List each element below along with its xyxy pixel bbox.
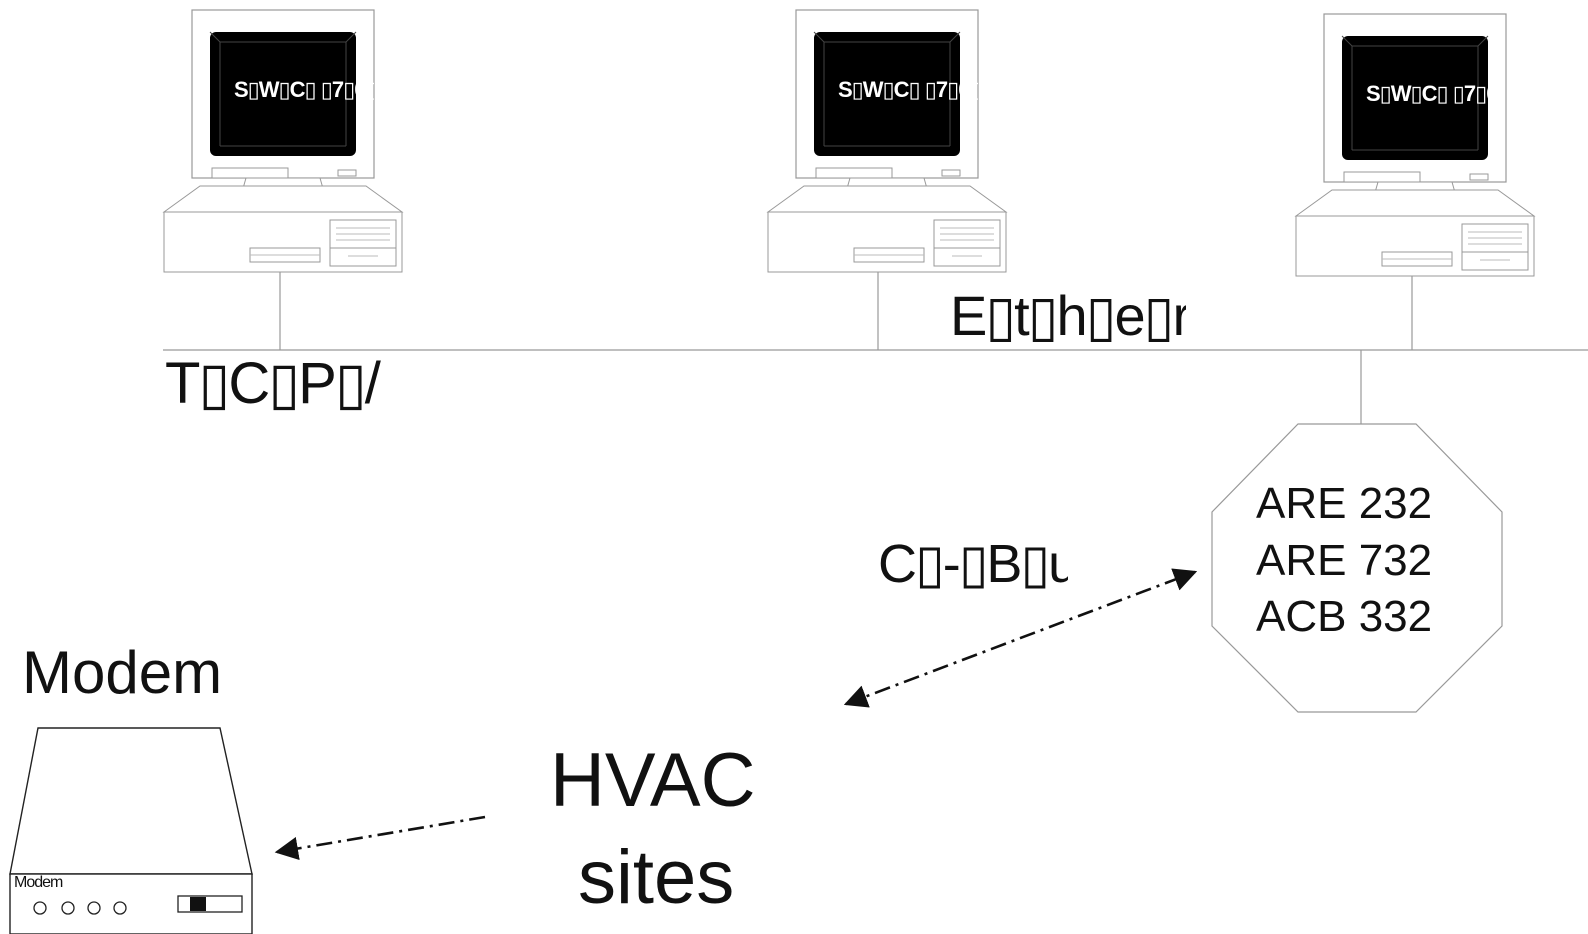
workstation-3 <box>1294 13 1536 277</box>
cbus-link-arrow <box>843 568 1198 708</box>
modem-title: Modem <box>22 639 223 706</box>
workstation-1-screen-text: S▯W▯C▯ ▯7▯0▯ <box>234 77 374 102</box>
workstation-1 <box>162 9 404 273</box>
modem-face-label: Modem <box>14 874 63 891</box>
hvac-sites-label-line1: HVAC <box>550 738 756 823</box>
modem-link-arrow <box>274 815 486 861</box>
workstation-2-screen-text: S▯W▯C▯ ▯7▯0▯ <box>838 77 978 102</box>
controller-model-are232: ARE 232 <box>1256 479 1433 528</box>
controller-model-acb332: ACB 332 <box>1256 592 1433 641</box>
tcp-ip-label: T▯C▯P▯/ <box>165 351 381 416</box>
controller-octagon <box>1211 423 1503 713</box>
workstation-2 <box>766 9 1008 273</box>
workstation-3-screen-text: S▯W▯C▯ ▯7▯0▯ <box>1366 81 1496 106</box>
controller-model-are732: ARE 732 <box>1256 536 1433 585</box>
cbus-label: C▯-▯B▯u <box>878 537 1068 591</box>
hvac-sites-label-line2: sites <box>578 835 735 920</box>
modem-switch <box>177 895 243 913</box>
ethernet-label: E▯t▯h▯e▯r <box>950 288 1186 344</box>
modem-device <box>9 727 253 934</box>
